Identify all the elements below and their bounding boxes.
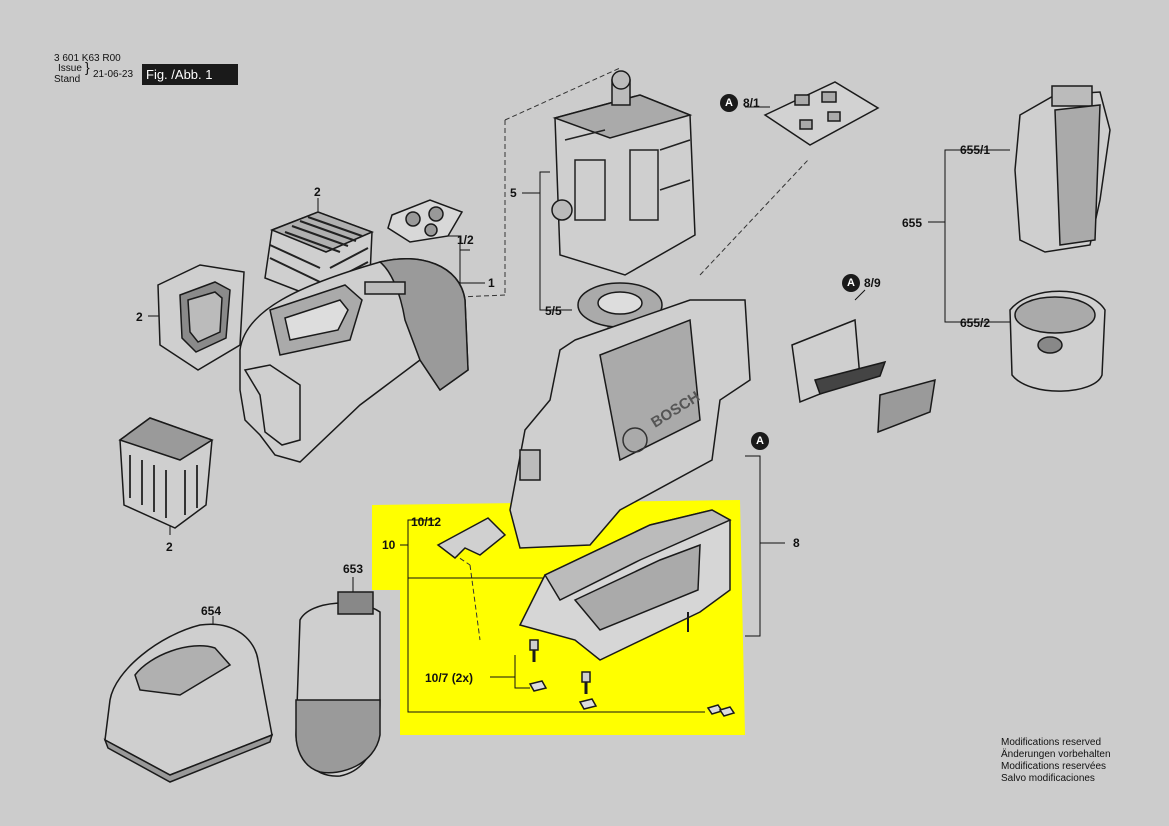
issue-date: 21-06-23 xyxy=(93,69,134,80)
callout-8: 8 xyxy=(793,536,800,550)
part-1-2-gasket xyxy=(387,199,464,243)
callout-10: 10 xyxy=(382,538,396,552)
part-10-base-tray xyxy=(518,509,732,661)
part-8-base-body xyxy=(509,299,751,549)
circle-a-icon: A xyxy=(720,94,738,112)
part-655-2-cover xyxy=(1009,290,1106,392)
modifications-notes: Modifications reserved Änderungen vorbeh… xyxy=(1001,737,1111,785)
callout-10-12: 10/12 xyxy=(411,515,442,529)
note-line: Modifications reservées xyxy=(1001,761,1107,772)
circle-a-icon: A xyxy=(751,432,769,450)
note-line: Salvo modificaciones xyxy=(1001,773,1095,784)
part-8-9-assembly xyxy=(791,318,936,434)
callout-654: 654 xyxy=(201,604,222,618)
part-5-laser-module xyxy=(551,70,696,276)
callout-655-1: 655/1 xyxy=(960,143,991,157)
callout-2-bottom: 2 xyxy=(166,540,173,554)
part-655-1-cover xyxy=(1014,85,1111,253)
part-653-battery xyxy=(295,591,381,777)
part-5-5-ring xyxy=(577,282,663,328)
part-10-7-screws xyxy=(528,639,736,717)
brace-glyph: } xyxy=(85,59,90,75)
callout-2-top: 2 xyxy=(314,185,321,199)
callout-1: 1 xyxy=(488,276,495,290)
callout-5: 5 xyxy=(510,186,517,200)
part-2-bottom-window xyxy=(118,417,214,529)
note-line: Änderungen vorbehalten xyxy=(1001,749,1111,760)
callout-655-2: 655/2 xyxy=(960,316,991,330)
part-2-left-window xyxy=(157,264,245,371)
callout-1-2: 1/2 xyxy=(457,233,474,247)
part-8-1-pcb xyxy=(763,81,880,146)
part-number: 3 601 K63 R00 xyxy=(54,53,121,64)
callout-2-left: 2 xyxy=(136,310,143,324)
part-654-charger xyxy=(103,623,274,783)
circle-a-icon: A xyxy=(842,274,860,292)
note-line: Modifications reserved xyxy=(1001,737,1102,748)
callout-10-7: 10/7 (2x) xyxy=(425,671,474,685)
callout-653: 653 xyxy=(343,562,364,576)
callout-8-9: 8/9 xyxy=(864,276,881,290)
callout-5-5: 5/5 xyxy=(545,304,562,318)
part-10-12-plate xyxy=(436,517,507,559)
part-1-housing xyxy=(239,258,469,463)
callout-655: 655 xyxy=(902,216,923,230)
callout-8-1: 8/1 xyxy=(743,96,760,110)
stand-label: Stand xyxy=(54,74,81,85)
issue-label: Issue xyxy=(58,63,82,74)
figure-badge: Fig. /Abb. 1 xyxy=(142,64,238,85)
